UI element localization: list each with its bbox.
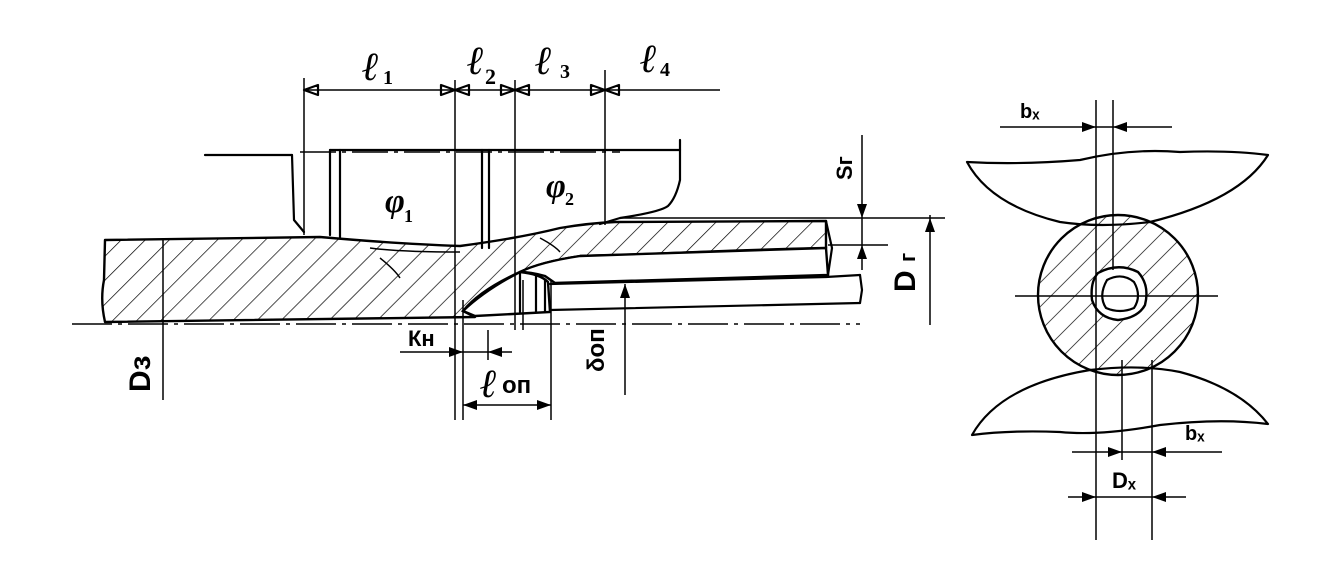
label-lop: ℓ: [480, 361, 497, 406]
label-phi2-sub: 2: [565, 189, 574, 209]
label-l2: ℓ: [467, 38, 484, 83]
longitudinal-section: ℓ 1 ℓ 2 ℓ 3 ℓ 4 φ 1 φ 2 Sг D г Dз Кн ℓ о…: [72, 36, 945, 420]
label-lop-sub: оп: [502, 372, 531, 399]
label-l1: ℓ: [362, 44, 379, 89]
cross-section: bₓ bₓ Dₓ: [965, 100, 1270, 540]
label-l3-sub: 3: [560, 61, 570, 83]
wall-thickness-dimension: [620, 135, 945, 270]
label-bx-top: bₓ: [1020, 101, 1040, 123]
shell-diameter-dimension: [925, 215, 935, 325]
label-dg-sub: г: [895, 253, 920, 262]
label-kn: Кн: [408, 326, 435, 351]
label-phi2: φ: [546, 168, 566, 205]
roll-outline: [203, 138, 682, 250]
label-phi1: φ: [385, 183, 405, 220]
label-dg: D: [889, 270, 922, 292]
label-l4: ℓ: [640, 36, 657, 81]
label-dz: Dз: [124, 355, 157, 392]
label-dx: Dₓ: [1112, 468, 1137, 493]
label-bx-bottom: bₓ: [1185, 423, 1205, 445]
upper-roll: [965, 149, 1270, 227]
length-dimension-chain: [302, 83, 720, 97]
label-l2-sub: 2: [485, 64, 496, 89]
label-phi1-sub: 1: [404, 206, 413, 226]
label-sg: Sг: [832, 156, 857, 180]
extension-lines: [162, 70, 606, 420]
label-l4-sub: 4: [660, 59, 670, 81]
label-l3: ℓ: [535, 38, 552, 83]
mandrel-rod: [548, 273, 862, 312]
label-l1-sub: 1: [383, 67, 393, 89]
label-dop: δоп: [583, 328, 610, 372]
lower-roll: [970, 366, 1270, 437]
